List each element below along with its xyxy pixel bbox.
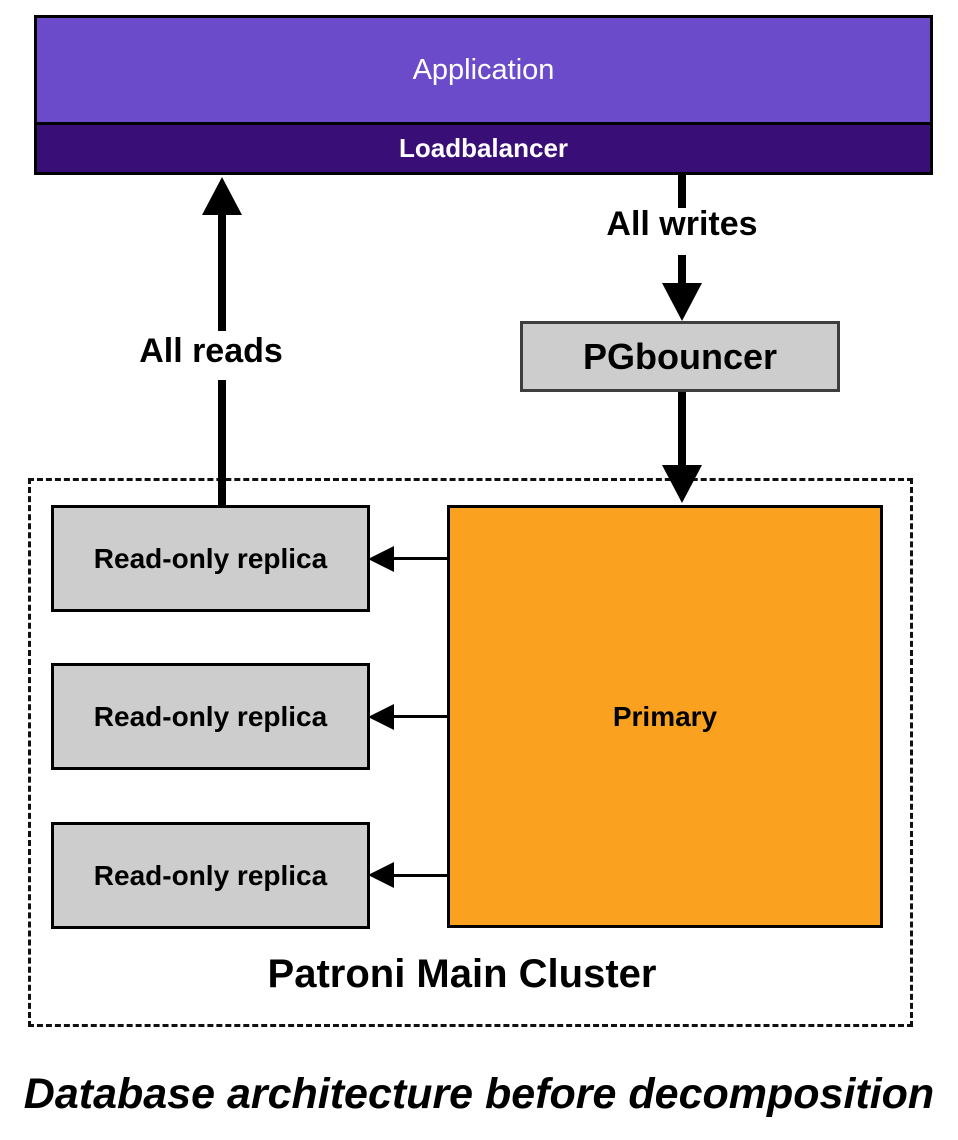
diagram-caption: Database architecture before decompositi…	[23, 1070, 935, 1118]
primary-to-replica3-arrowhead-icon	[368, 862, 394, 888]
primary-to-replica1-line	[393, 557, 447, 560]
read-only-replica-node-2: Read-only replica	[51, 663, 370, 770]
pgbouncer-label: PGbouncer	[582, 335, 778, 377]
patroni-cluster-boundary	[28, 478, 913, 1027]
read-only-replica-node-1: Read-only replica	[51, 505, 370, 612]
all-reads-arrowhead-icon	[202, 177, 242, 215]
read-only-replica-label-2: Read-only replica	[93, 700, 328, 732]
primary-node: Primary	[447, 505, 883, 928]
all-writes-arrowhead-icon	[662, 283, 702, 321]
pgbouncer-to-primary-arrowhead-icon	[662, 465, 702, 503]
all-reads-arrow-line-lower	[218, 380, 226, 506]
patroni-cluster-label: Patroni Main Cluster	[267, 952, 657, 996]
pgbouncer-to-primary-line	[678, 392, 686, 466]
primary-to-replica1-arrowhead-icon	[368, 546, 394, 572]
primary-to-replica2-line	[393, 715, 447, 718]
all-reads-arrow-line-upper	[218, 214, 226, 331]
all-writes-label: All writes	[606, 205, 758, 243]
application-node: Application	[37, 18, 930, 125]
all-writes-arrow-line-upper	[678, 175, 686, 208]
primary-label: Primary	[612, 700, 718, 732]
read-only-replica-node-3: Read-only replica	[51, 822, 370, 929]
primary-to-replica2-arrowhead-icon	[368, 704, 394, 730]
loadbalancer-label: Loadbalancer	[398, 133, 569, 163]
loadbalancer-node: Loadbalancer	[37, 125, 930, 172]
read-only-replica-label-3: Read-only replica	[93, 859, 328, 891]
all-writes-arrow-line-mid	[678, 255, 686, 284]
read-only-replica-label-1: Read-only replica	[93, 542, 328, 574]
pgbouncer-node: PGbouncer	[520, 321, 840, 392]
application-stack: Application Loadbalancer	[34, 15, 933, 175]
all-reads-label: All reads	[139, 332, 283, 370]
application-label: Application	[412, 53, 555, 86]
primary-to-replica3-line	[393, 874, 447, 877]
